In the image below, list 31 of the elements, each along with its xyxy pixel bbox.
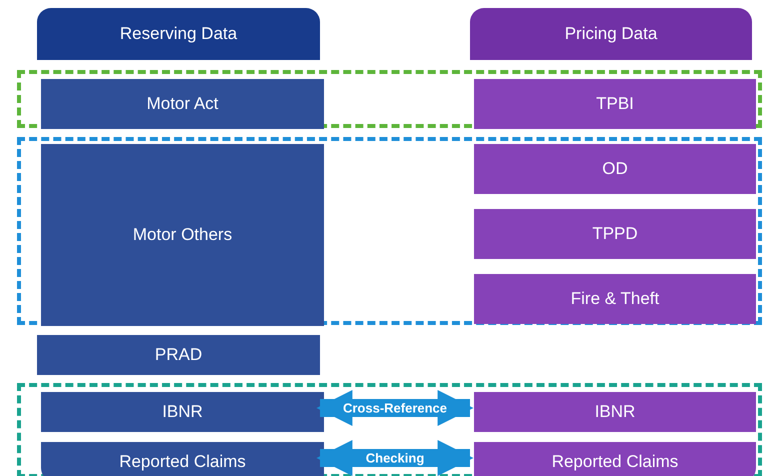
category-box bbox=[474, 144, 756, 194]
header-text: Reserving Data bbox=[120, 24, 238, 44]
dashed-group-frame bbox=[17, 70, 762, 128]
dashed-group-frame bbox=[17, 137, 762, 325]
category-box bbox=[41, 392, 324, 432]
category-label: Fire & Theft bbox=[570, 289, 660, 309]
category-box bbox=[37, 335, 320, 375]
header-text: Pricing Data bbox=[564, 24, 658, 44]
category-label: Reported Claims bbox=[119, 452, 246, 472]
category-label: TPBI bbox=[596, 94, 634, 114]
category-box bbox=[41, 79, 324, 129]
column-header bbox=[37, 8, 320, 60]
category-label: IBNR bbox=[594, 402, 636, 422]
column-header bbox=[470, 8, 752, 60]
double-arrow bbox=[316, 440, 474, 476]
category-box bbox=[474, 209, 756, 259]
category-label: Motor Act bbox=[146, 94, 218, 114]
category-box bbox=[474, 274, 756, 324]
dashed-group-frame bbox=[17, 383, 762, 476]
category-label: Reported Claims bbox=[552, 452, 678, 472]
category-box bbox=[41, 144, 324, 326]
category-box bbox=[474, 79, 756, 129]
category-label: Motor Others bbox=[132, 225, 232, 245]
category-box bbox=[474, 442, 756, 476]
category-label: PRAD bbox=[154, 345, 202, 365]
double-arrow bbox=[316, 390, 474, 426]
category-label: IBNR bbox=[162, 402, 203, 422]
category-box bbox=[474, 392, 756, 432]
category-box bbox=[41, 442, 324, 476]
category-label: TPPD bbox=[592, 224, 638, 244]
category-label: OD bbox=[602, 159, 628, 179]
